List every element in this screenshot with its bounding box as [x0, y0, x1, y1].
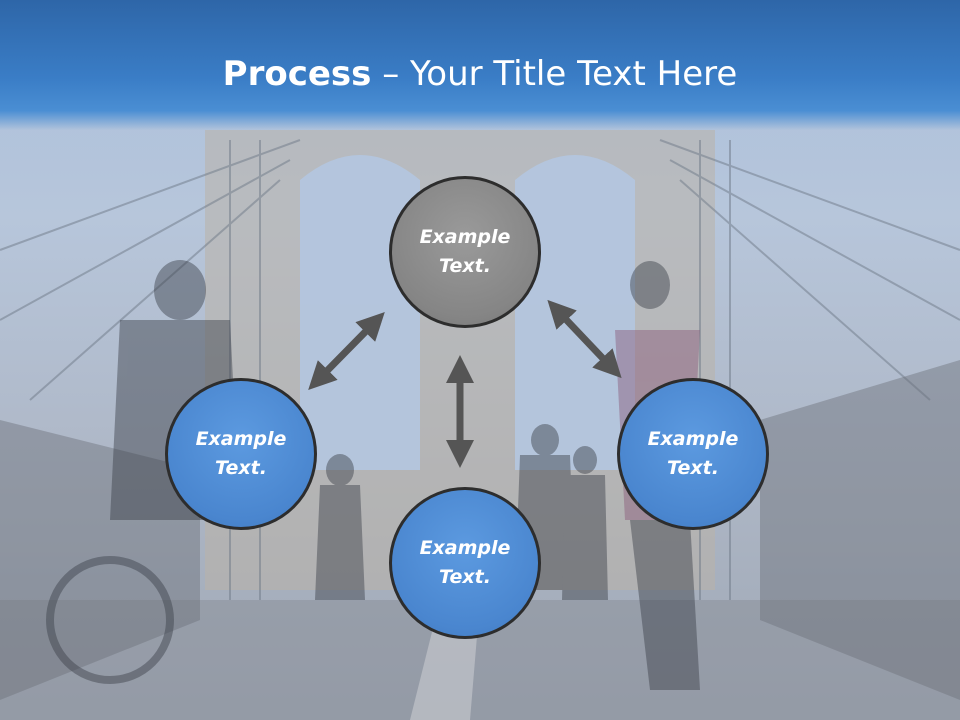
node-left-line1: Example — [195, 428, 287, 450]
node-bottom-line2: Text. — [439, 566, 491, 588]
node-bottom-line1: Example — [419, 537, 511, 559]
node-left-line2: Text. — [215, 457, 267, 479]
node-right-line1: Example — [647, 428, 739, 450]
title-text: Your Title Text Here — [410, 54, 738, 94]
arrow-top-left — [308, 312, 385, 390]
arrow-top-right — [547, 299, 622, 379]
title-bar — [0, 0, 960, 130]
title-bold: Process — [222, 54, 372, 94]
node-right-line2: Text. — [667, 457, 719, 479]
page-title: Process – Your Title Text Here — [0, 52, 960, 96]
title-separator: – — [371, 54, 411, 94]
node-top-line2: Text. — [439, 255, 491, 277]
node-top-line1: Example — [419, 226, 511, 248]
